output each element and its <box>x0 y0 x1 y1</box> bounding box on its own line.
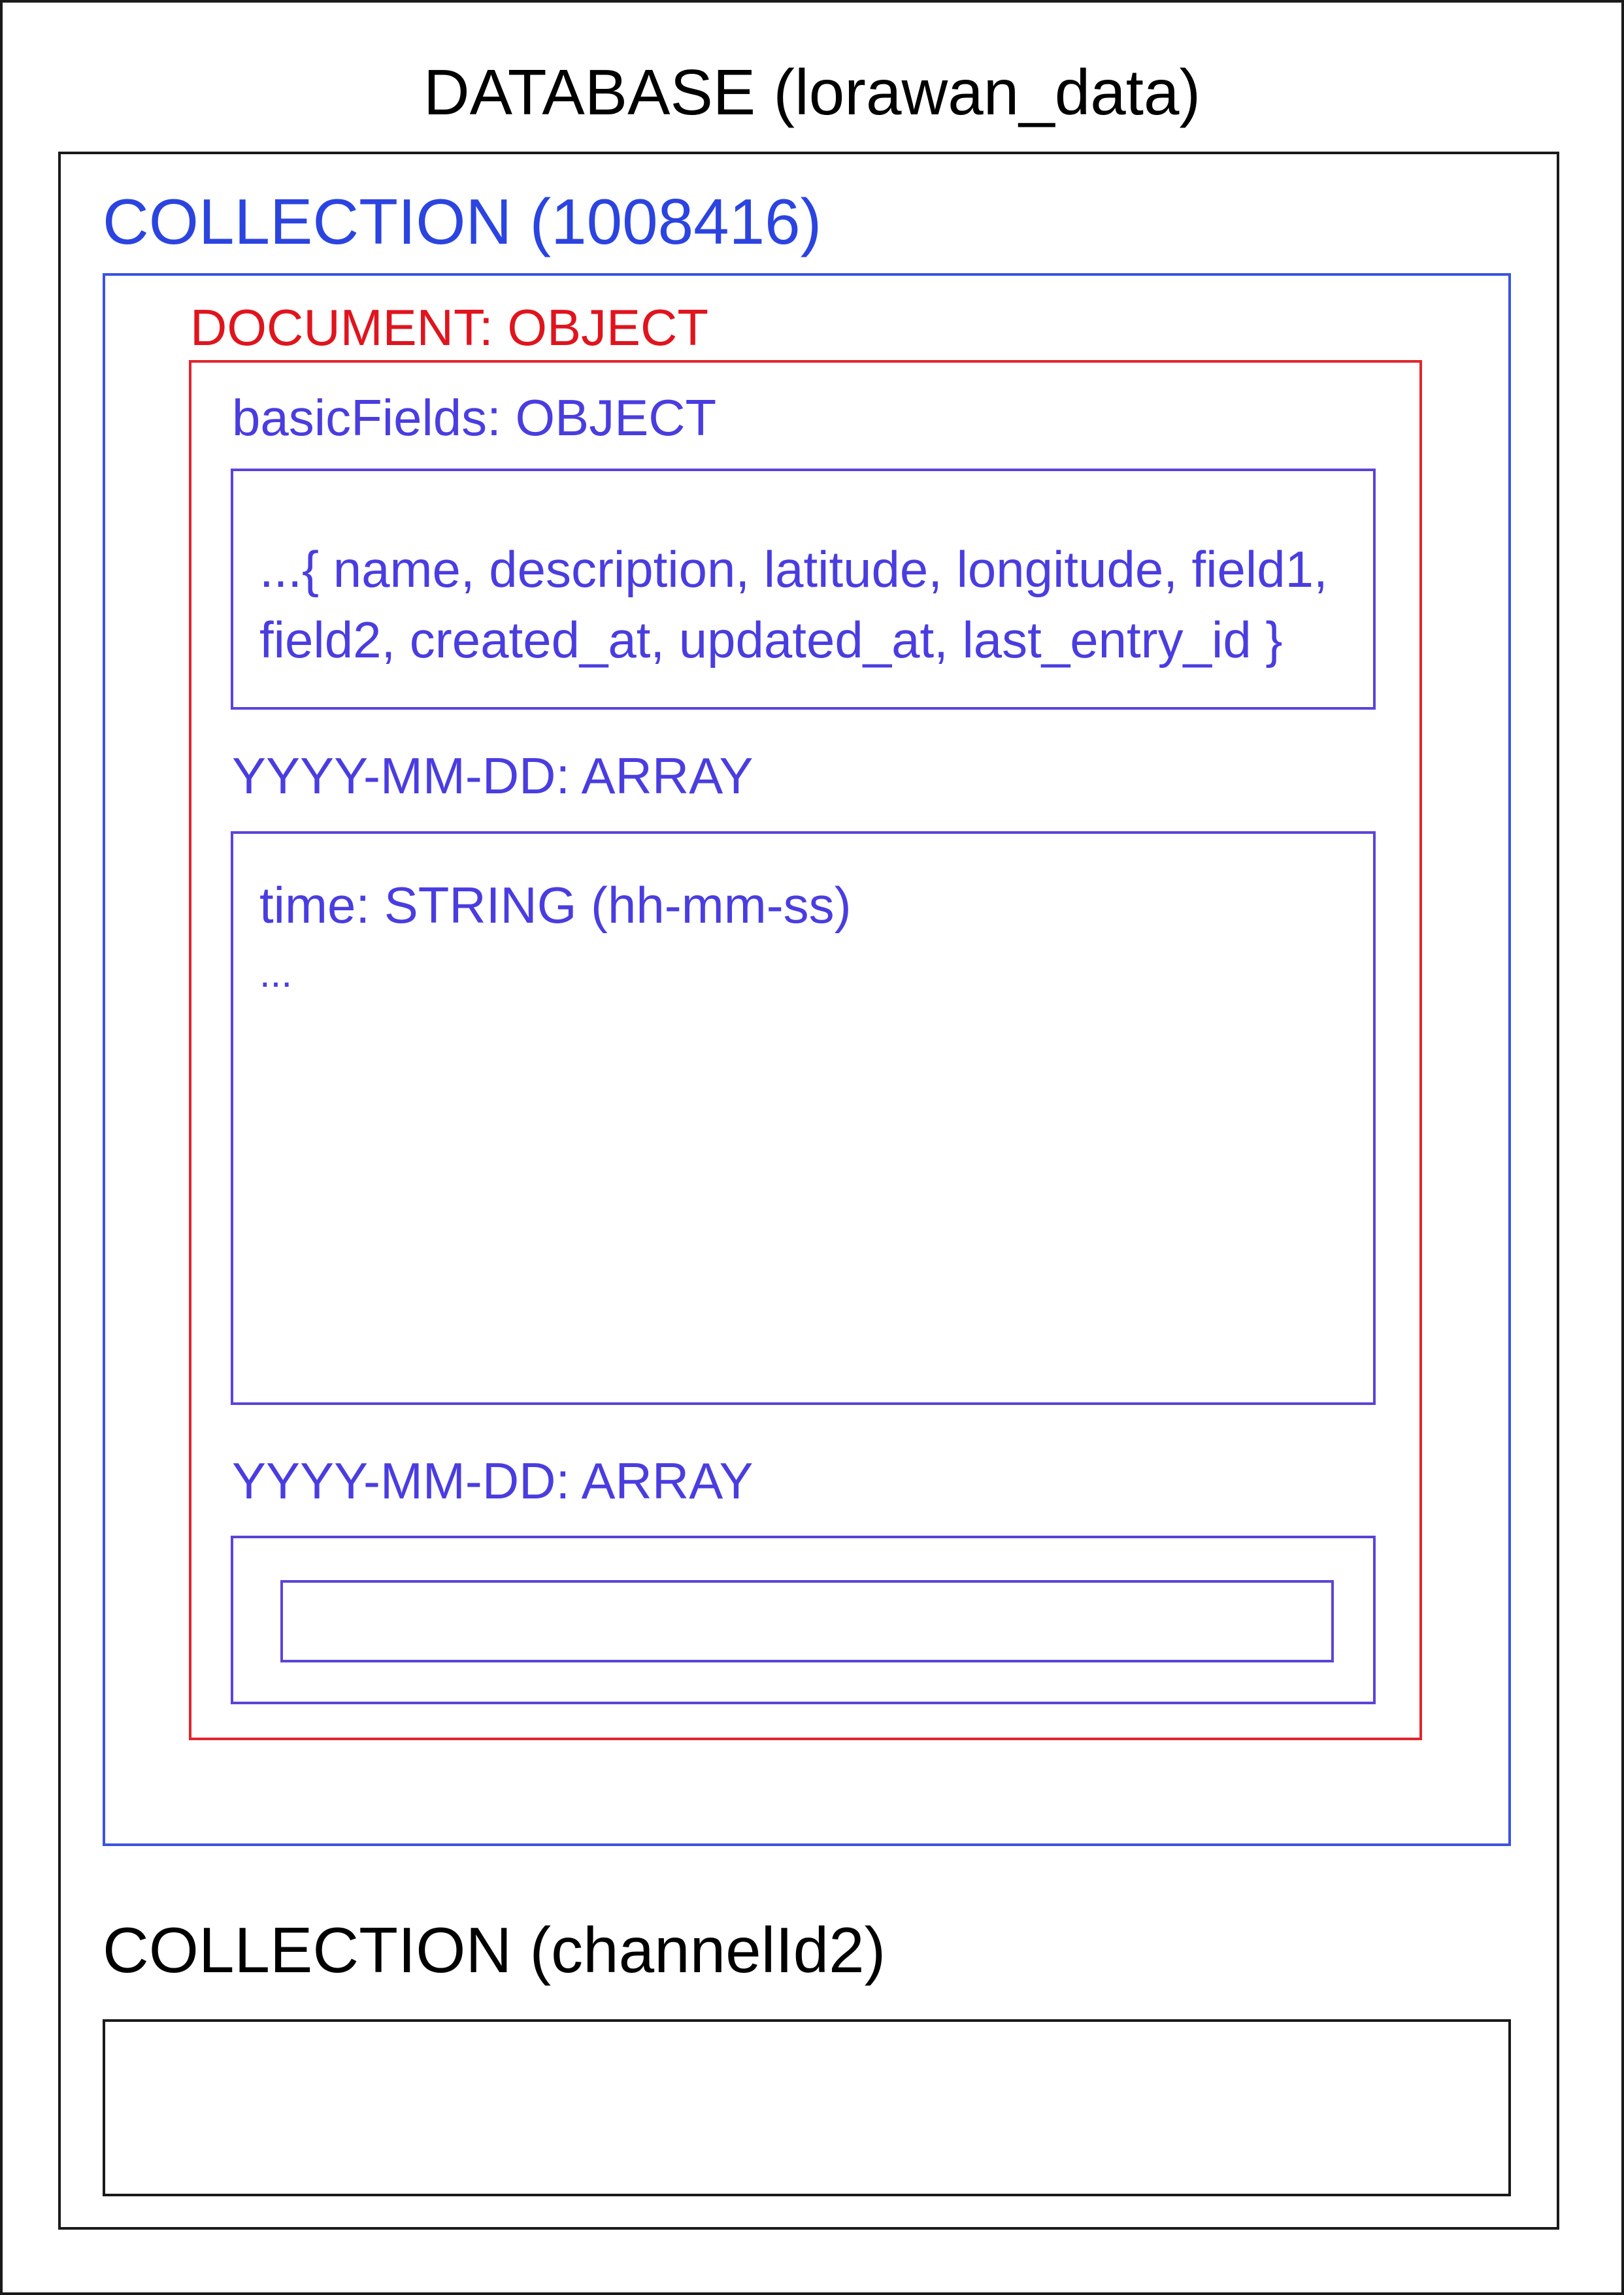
date-array-title-1: YYYY-MM-DD: ARRAY <box>232 747 754 804</box>
time-field-text: time: STRING (hh-mm-ss) <box>259 876 852 934</box>
collection-primary-title: COLLECTION (1008416) <box>103 186 822 257</box>
basic-fields-title: basicFields: OBJECT <box>232 389 717 446</box>
date-array-box-2 <box>231 1536 1376 1704</box>
date-array-title-2: YYYY-MM-DD: ARRAY <box>232 1452 754 1510</box>
basic-fields-line-1: ...{ name, description, latitude, longit… <box>259 540 1328 598</box>
document-box <box>189 360 1422 1740</box>
collection-secondary-title: COLLECTION (channelId2) <box>103 1914 886 1986</box>
array-ellipsis: ... <box>259 951 293 995</box>
basic-fields-line-2: field2, created_at, updated_at, last_ent… <box>259 611 1283 669</box>
basic-fields-box <box>231 469 1376 710</box>
date-array-entry-box <box>280 1580 1334 1662</box>
collection-primary-box <box>103 273 1511 1846</box>
date-array-box-1 <box>231 831 1376 1405</box>
collection-secondary-box <box>103 2019 1511 2196</box>
database-inner-frame <box>58 152 1559 2230</box>
document-title: DOCUMENT: OBJECT <box>190 299 709 356</box>
database-title: DATABASE (lorawan_data) <box>423 56 1201 128</box>
